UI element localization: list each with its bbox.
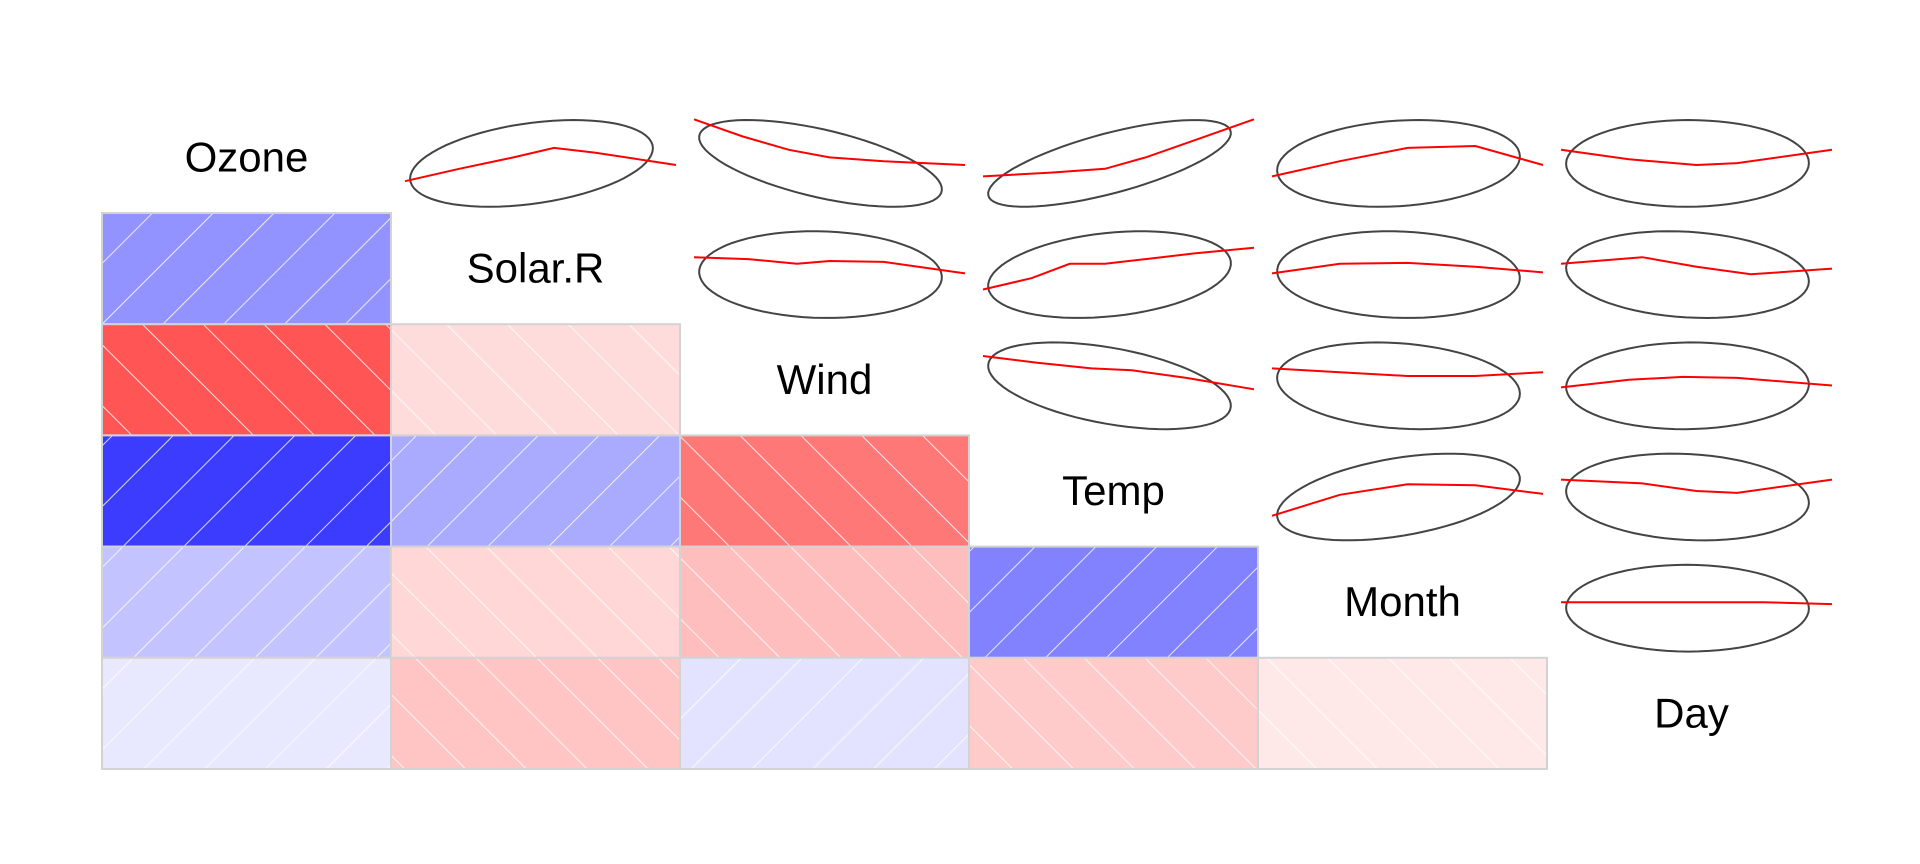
loess-smooth-line [1561,601,1833,606]
shade-hatch [680,435,969,547]
ellipse-cell [1271,118,1544,208]
ellipse-cell [1271,452,1544,542]
ellipse-cell [404,118,677,208]
loess-smooth-line [1560,256,1833,276]
ellipse-cell [1560,452,1833,542]
shade-hatch [391,657,680,769]
shade-hatch [102,657,391,769]
shade-cell [968,656,1259,770]
ellipse-cell [982,118,1255,208]
shade-hatch [102,324,391,436]
correlation-ellipse [1276,341,1521,431]
shade-hatch [102,546,391,658]
ellipse-cell [982,230,1255,319]
variable-label: Ozone [185,133,309,180]
shade-cell-border [1257,656,1548,770]
ellipse-cell [1560,118,1833,208]
variable-label: Solar.R [467,245,605,292]
loess-smooth-line [982,246,1255,291]
correlation-ellipse [987,230,1232,319]
ellipse-cell [1271,230,1544,319]
ellipse-cell [1561,563,1833,653]
ellipse-cell [1271,341,1544,431]
shade-hatch [102,213,391,325]
variable-label: Temp [1062,467,1165,514]
ellipse-cell [693,230,966,319]
shade-cell [390,323,681,437]
shade-cell [390,434,681,548]
correlation-ellipse [698,118,943,208]
loess-smooth-line [1560,478,1833,494]
shade-hatch [969,546,1258,658]
loess-smooth-line [693,118,966,166]
shade-hatch [391,324,680,436]
correlation-ellipse [1276,452,1521,542]
correlation-ellipse [1276,118,1521,208]
shade-hatch [391,546,680,658]
ellipse-cell [1560,230,1833,320]
correlation-ellipse [987,119,1232,208]
shade-hatch [1258,657,1547,769]
variable-label: Month [1344,578,1461,625]
correlation-ellipse [409,118,654,208]
upper-ellipse-panels [404,118,1833,653]
loess-smooth-line [1271,144,1544,178]
loess-smooth-line [1560,148,1833,167]
loess-smooth-line [1560,375,1833,389]
variable-label: Wind [777,356,873,403]
variable-label: Day [1654,689,1729,736]
shade-cell [101,323,392,437]
shade-cell [1257,656,1548,770]
shade-hatch [969,657,1258,769]
correlation-ellipse [1565,563,1810,653]
lower-shade-panels [101,212,1548,770]
correlation-ellipse [698,230,943,319]
loess-smooth-line [1271,483,1544,517]
correlation-ellipse [1276,230,1521,319]
shade-cell [968,545,1259,659]
shade-cell [101,545,392,659]
shade-cell [679,434,970,548]
shade-hatch [391,435,680,547]
correlation-ellipse [1565,230,1810,320]
shade-cell [101,212,392,326]
shade-cell [390,656,681,770]
loess-smooth-line [404,146,677,183]
shade-cell [390,545,681,659]
loess-smooth-line [1271,367,1544,377]
correlation-ellipse [1565,452,1810,542]
shade-hatch [102,435,391,547]
loess-smooth-line [982,118,1255,178]
shade-hatch [680,546,969,658]
ellipse-cell [693,118,966,208]
loess-smooth-line [1271,261,1544,275]
correlation-ellipse [1565,341,1810,431]
correlation-ellipse [1565,118,1810,208]
shade-cell [101,434,392,548]
shade-cell [679,656,970,770]
ellipse-cell [1560,341,1833,431]
loess-smooth-line [982,355,1255,391]
shade-hatch [680,657,969,769]
shade-cell [101,656,392,770]
loess-smooth-line [693,256,966,275]
correlation-ellipse [987,341,1232,431]
ellipse-cell [982,341,1255,431]
shade-cell [679,545,970,659]
